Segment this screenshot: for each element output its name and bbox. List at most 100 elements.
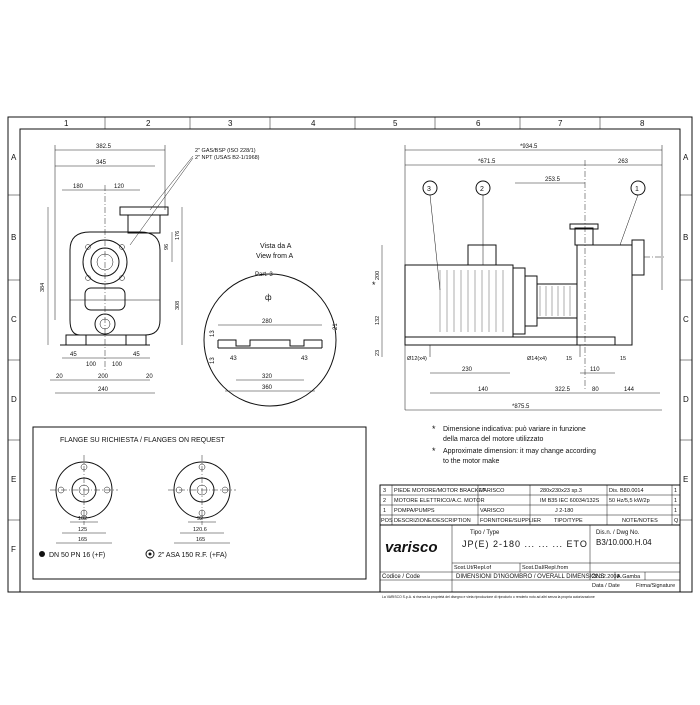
grid-row-b-right: B bbox=[683, 233, 688, 242]
parts-row-1-q: 1 bbox=[674, 488, 677, 494]
dim-holes-14: Ø14(x4) bbox=[527, 356, 547, 362]
dim-384: 384 bbox=[40, 283, 46, 292]
dim-120: 120 bbox=[114, 184, 125, 190]
parts-row-2-notes: 50 Hz/5,5 kW/2p bbox=[609, 498, 650, 504]
note-en-line-1: Approximate dimension: it may change acc… bbox=[443, 448, 596, 455]
dim-23: 23 bbox=[375, 350, 381, 356]
note-en-line-2: to the motor make bbox=[443, 458, 500, 465]
varisco-logo: varisco bbox=[385, 539, 438, 556]
ownership-disclaimer: La VARISCO S.p.A. si riserva la propriet… bbox=[382, 595, 595, 599]
motor-symbol-icon: ф bbox=[265, 293, 272, 302]
grid-row-c-left: C bbox=[11, 315, 17, 324]
view-a-title-en: View from A bbox=[256, 253, 294, 260]
dim-176: 176 bbox=[175, 231, 181, 240]
code-label: Codice / Code bbox=[382, 574, 421, 580]
dim-140: 140 bbox=[478, 387, 489, 393]
date-label: Data / Date bbox=[592, 583, 620, 589]
type-value: JP(E) 2-180 ... ... ... ETO bbox=[462, 539, 588, 549]
dim-15-a: 15 bbox=[566, 356, 572, 362]
parts-row-3-desc: POMPA/PUMPS bbox=[394, 508, 435, 514]
replaced-of-label: Sost.Ut/Repl.of bbox=[454, 565, 491, 571]
dim-100-left: 100 bbox=[86, 362, 97, 368]
balloon-2: 2 bbox=[480, 186, 484, 193]
dim-20-right: 20 bbox=[146, 374, 153, 380]
dim-875-5: *875.5 bbox=[512, 404, 530, 410]
dim-345: 345 bbox=[96, 160, 107, 166]
baseplate bbox=[404, 336, 616, 346]
flange-right-dim-165: 165 bbox=[196, 537, 205, 543]
replaced-from-label: Sost.Dal/Repl.from bbox=[522, 565, 569, 571]
dim-15-b: 15 bbox=[620, 356, 626, 362]
parts-row-1-type: 280x230x23 sp.3 bbox=[540, 488, 582, 494]
approx-star-200: * bbox=[372, 280, 376, 290]
flange-right-dim-92: 92 bbox=[197, 516, 203, 522]
grid-row-d-left: D bbox=[11, 395, 17, 404]
grid-row-e-left: E bbox=[11, 475, 16, 484]
parts-header-pos: POS bbox=[381, 518, 393, 524]
dim-144: 144 bbox=[624, 387, 635, 393]
grid-row-a-right: A bbox=[683, 153, 689, 162]
dim-43-left-a: 43 bbox=[230, 356, 237, 362]
note-it-line-1: Dimensione indicativa: può variare in fu… bbox=[443, 426, 586, 433]
type-label: Tipo / Type bbox=[470, 530, 500, 536]
view-a-title-it: Vista da A bbox=[260, 243, 292, 250]
flange-right-label: 2" ASA 150 R.F. (+FA) bbox=[158, 552, 227, 559]
grid-row-a-left: A bbox=[11, 153, 17, 162]
dim-45-left: 45 bbox=[70, 352, 77, 358]
view-from-a: Vista da A View from A Part. 3 ф 280 13 … bbox=[203, 243, 339, 407]
dim-240: 240 bbox=[98, 387, 109, 393]
parts-row-1-pos: 3 bbox=[383, 488, 386, 494]
grid-col-6: 6 bbox=[476, 119, 481, 128]
flange-left-label: DN 50 PN 16 (+F) bbox=[49, 552, 105, 559]
dim-45-right: 45 bbox=[133, 352, 140, 358]
drawing-date: 22.12.2008 bbox=[592, 574, 620, 580]
dim-263: 263 bbox=[618, 159, 629, 165]
balloon-1: 1 bbox=[635, 186, 639, 193]
dim-320-a: 320 bbox=[262, 374, 273, 380]
drawing-title: DIMENSIONI D'INGOMBRO / OVERALL DIMENSIO… bbox=[456, 574, 604, 580]
parts-row-1-supplier: VARISCO bbox=[480, 488, 505, 494]
parts-list: 3 PIEDE MOTORE/MOTOR BRACKET VARISCO 280… bbox=[379, 484, 681, 526]
dim-110: 110 bbox=[590, 367, 600, 373]
parts-row-2-q: 1 bbox=[674, 498, 677, 504]
parts-header-type: TIPO/TYPE bbox=[554, 518, 583, 524]
parts-header-q: Q bbox=[674, 518, 679, 524]
dim-934-5: *934.5 bbox=[520, 144, 538, 150]
parts-row-3-pos: 1 bbox=[383, 508, 386, 514]
terminal-box bbox=[467, 244, 497, 266]
front-view: 2" GAS/BSP (ISO 228/1) 2" NPT (USAS B2-1… bbox=[40, 144, 260, 394]
grid-row-f-left: F bbox=[11, 545, 16, 554]
flange-right-dim-120-6: 120.6 bbox=[193, 527, 207, 533]
flange-left-dim-102: 102 bbox=[78, 516, 87, 522]
note-star-it: * bbox=[432, 424, 436, 434]
grid-row-b-left: B bbox=[11, 233, 16, 242]
bullet-ring-icon bbox=[145, 549, 155, 559]
grid-col-1: 1 bbox=[64, 119, 69, 128]
dim-308: 308 bbox=[175, 301, 181, 310]
parts-header-desc: DESCRIZIONE/DESCRIPTION bbox=[394, 518, 471, 524]
dim-180: 180 bbox=[73, 184, 84, 190]
dim-holes-12: Ø12(x4) bbox=[407, 356, 427, 362]
dim-96: 96 bbox=[164, 244, 170, 250]
drawing-author: A.Gamba bbox=[617, 574, 641, 580]
flange-left-dim-165: 165 bbox=[78, 537, 87, 543]
dwg-label: Dis.n. / Dwg No. bbox=[596, 530, 640, 536]
dim-671-5: *671.5 bbox=[478, 159, 496, 165]
parts-row-3-type: J 2-180 bbox=[555, 508, 573, 514]
dim-13-a: 13 bbox=[210, 330, 216, 337]
part-3-label: Part. 3 bbox=[255, 272, 273, 278]
grid-col-8: 8 bbox=[640, 119, 645, 128]
dim-43-right-a: 43 bbox=[301, 356, 308, 362]
dim-382-5: 382.5 bbox=[96, 144, 112, 150]
dim-360-a: 360 bbox=[262, 385, 273, 391]
grid-col-2: 2 bbox=[146, 119, 151, 128]
detail-circle bbox=[203, 273, 337, 407]
connection-note-gas: 2" GAS/BSP (ISO 228/1) bbox=[195, 148, 256, 154]
parts-row-2-desc: MOTORE ELETTRICO/A.C. MOTOR bbox=[394, 498, 485, 504]
parts-header-supplier: FORNITORE/SUPPLIER bbox=[480, 518, 541, 524]
bullet-filled-icon bbox=[39, 551, 45, 557]
note-star-en: * bbox=[432, 446, 436, 456]
flanges-on-request: FLANGE SU RICHIESTA / FLANGES ON REQUEST… bbox=[32, 426, 367, 580]
dim-132: 132 bbox=[375, 316, 381, 325]
